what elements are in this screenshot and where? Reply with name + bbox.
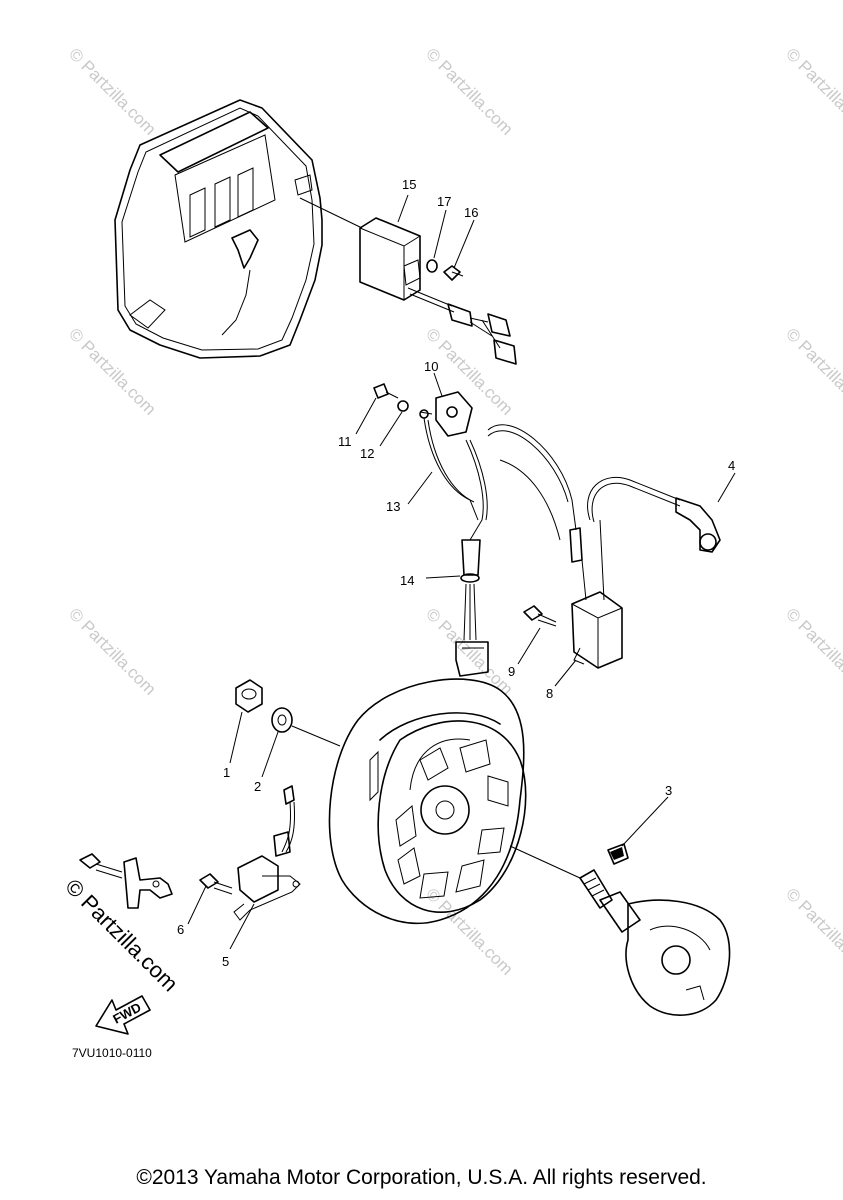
watermark: © Partzilla.com xyxy=(782,44,843,138)
callout-6: 6 xyxy=(177,922,184,937)
callout-3: 3 xyxy=(665,783,672,798)
flywheel-rotor xyxy=(328,678,527,925)
callout-2: 2 xyxy=(254,779,261,794)
leader-lines xyxy=(187,194,736,950)
copyright-notice: ©2013 Yamaha Motor Corporation, U.S.A. A… xyxy=(136,1166,707,1189)
callout-8: 8 xyxy=(546,686,553,701)
watermark: © Partzilla.com xyxy=(422,604,516,698)
spark-plug-cap-part-4 xyxy=(587,476,721,553)
watermark: © Partzilla.com xyxy=(422,884,516,978)
callout-4: 4 xyxy=(728,458,735,473)
watermark: © Partzilla.com xyxy=(782,324,843,418)
callout-13: 13 xyxy=(386,499,400,514)
bolt-part-11 xyxy=(373,383,399,399)
callout-10: 10 xyxy=(424,359,438,374)
watermark: © Partzilla.com xyxy=(782,604,843,698)
washer-part-2 xyxy=(271,707,293,733)
ignition-cover xyxy=(114,99,323,359)
woodruff-key-part-3 xyxy=(607,843,629,865)
callouts: 1 2 3 4 5 6 8 9 10 11 12 13 14 15 16 17 xyxy=(177,177,735,969)
bolt-part-16 xyxy=(443,265,464,281)
callout-5: 5 xyxy=(222,954,229,969)
bolt-part-9 xyxy=(523,605,557,627)
diagram-code: 7VU1010-0110 xyxy=(72,1046,152,1060)
ignition-coil-part-8 xyxy=(571,519,623,669)
ground-terminal-part-10 xyxy=(419,391,473,437)
callout-1: 1 xyxy=(223,765,230,780)
bracket xyxy=(79,853,173,909)
watermarks: © Partzilla.com © Partzilla.com © Partzi… xyxy=(65,44,843,978)
watermark: © Partzilla.com xyxy=(782,884,843,978)
crankshaft xyxy=(579,869,731,1016)
pickup-coil-part-5 xyxy=(233,785,301,921)
watermark: © Partzilla.com xyxy=(65,44,159,138)
callout-11: 11 xyxy=(338,434,352,449)
callout-17: 17 xyxy=(437,194,451,209)
watermark: © Partzilla.com xyxy=(422,44,516,138)
cdi-unit-part-15 xyxy=(359,217,517,365)
callout-15: 15 xyxy=(402,177,416,192)
callout-9: 9 xyxy=(508,664,515,679)
wire-harness-part-13 xyxy=(423,417,583,563)
callout-14: 14 xyxy=(400,573,414,588)
brand-watermark: © Partzilla.com xyxy=(60,874,183,997)
washer-part-17 xyxy=(426,259,438,273)
bolt-part-6 xyxy=(199,873,233,895)
washer-part-12 xyxy=(397,400,409,412)
callout-12: 12 xyxy=(360,446,374,461)
watermark: © Partzilla.com xyxy=(65,604,159,698)
grommet-connector-part-14 xyxy=(455,539,489,677)
nut-part-1 xyxy=(235,679,263,713)
fwd-arrow-icon: FWD xyxy=(95,995,151,1035)
callout-16: 16 xyxy=(464,205,478,220)
